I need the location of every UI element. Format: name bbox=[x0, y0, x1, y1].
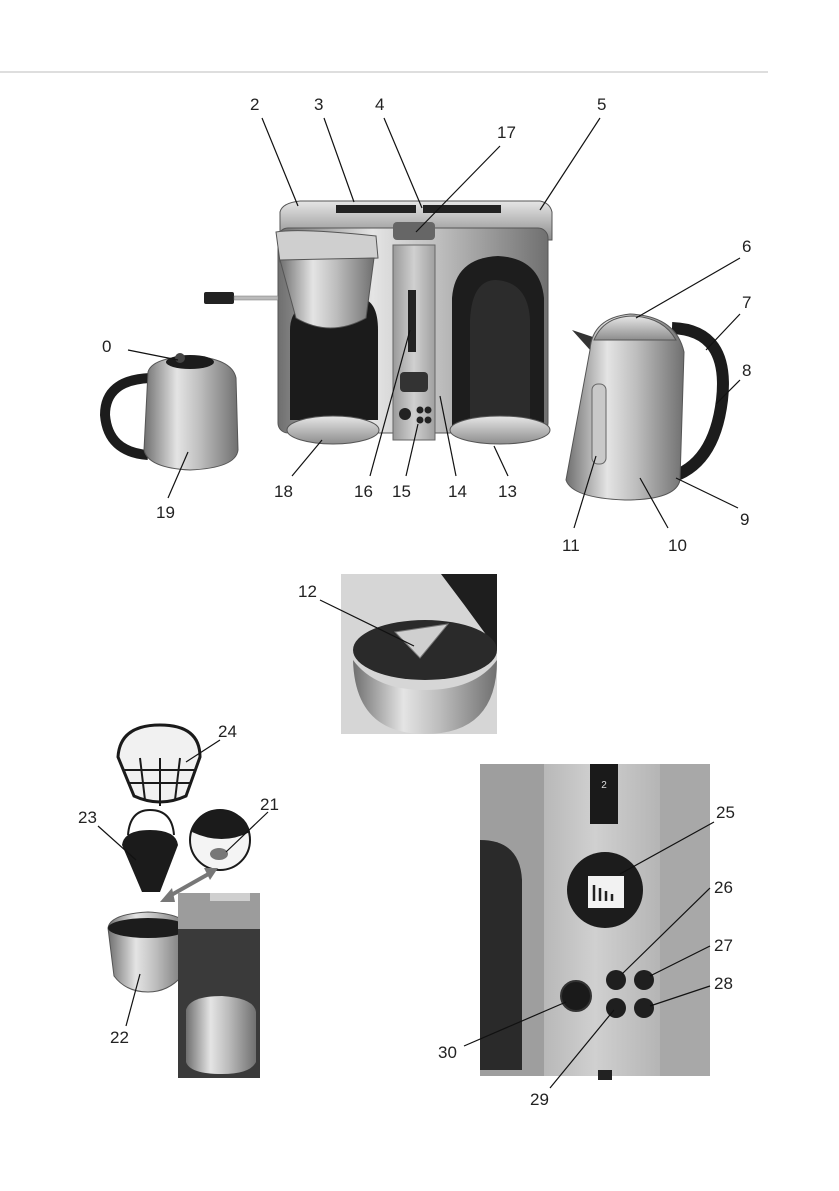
thermal-jug bbox=[105, 353, 238, 470]
callout-21: 21 bbox=[260, 795, 279, 814]
callout-0: 0 bbox=[102, 337, 111, 356]
callout-22: 22 bbox=[110, 1028, 129, 1047]
panel-foot bbox=[598, 1070, 612, 1080]
kettle-lid bbox=[594, 316, 676, 340]
toast-button-bottom bbox=[634, 998, 654, 1018]
leader-18 bbox=[292, 440, 322, 476]
callout-15: 15 bbox=[392, 482, 411, 501]
panel-level-mark: 2 bbox=[601, 780, 607, 791]
side-handle bbox=[204, 292, 234, 304]
callout-26: 26 bbox=[714, 878, 733, 897]
callout-16: 16 bbox=[354, 482, 373, 501]
callout-30: 30 bbox=[438, 1043, 457, 1062]
callout-3: 3 bbox=[314, 95, 323, 114]
power-knob bbox=[561, 981, 591, 1011]
jug-handle bbox=[105, 378, 150, 455]
jug-body bbox=[144, 356, 238, 470]
toaster-slot-left bbox=[336, 205, 416, 213]
callout-11: 11 bbox=[562, 536, 580, 555]
callout-10: 10 bbox=[668, 536, 687, 555]
control-button-a bbox=[417, 407, 424, 414]
callout-9: 9 bbox=[740, 510, 749, 529]
callout-4: 4 bbox=[375, 95, 384, 114]
callout-7: 7 bbox=[742, 293, 751, 312]
callout-2: 2 bbox=[250, 95, 259, 114]
panel-left-dark bbox=[480, 840, 522, 1070]
filter-holder-cone bbox=[122, 830, 178, 892]
side-handle-rod bbox=[234, 296, 278, 300]
callout-6: 6 bbox=[742, 237, 751, 256]
callout-29: 29 bbox=[530, 1090, 549, 1109]
leader-7 bbox=[706, 314, 740, 350]
jug-lid-button bbox=[175, 353, 185, 363]
toast-button-top bbox=[634, 970, 654, 990]
leader-4 bbox=[384, 118, 422, 208]
control-button-c bbox=[417, 417, 424, 424]
control-button-b bbox=[425, 407, 432, 414]
water-gauge bbox=[408, 290, 416, 352]
filter-cup-22-rim bbox=[108, 918, 188, 938]
drip-tray-left bbox=[287, 416, 379, 444]
callout-12: 12 bbox=[298, 582, 317, 601]
leader-5 bbox=[540, 118, 600, 210]
machine-photo-jug bbox=[186, 996, 256, 1074]
control-button-d bbox=[425, 417, 432, 424]
kettle bbox=[566, 314, 723, 500]
defrost-button bbox=[606, 998, 626, 1018]
drip-tray-right bbox=[450, 416, 550, 444]
callout-27: 27 bbox=[714, 936, 733, 955]
drip-stop-top bbox=[192, 810, 250, 839]
callout-23: 23 bbox=[78, 808, 97, 827]
callout-17: 17 bbox=[497, 123, 516, 142]
combi-appliance bbox=[204, 201, 552, 444]
callout-8: 8 bbox=[742, 361, 751, 380]
control-knob bbox=[399, 408, 411, 420]
callout-18: 18 bbox=[274, 482, 293, 501]
callout-25: 25 bbox=[716, 803, 735, 822]
callout-28: 28 bbox=[714, 974, 733, 993]
kettle-water-window bbox=[592, 384, 606, 464]
inset-photo-kettle-spout bbox=[341, 574, 497, 734]
center-top-cap bbox=[393, 222, 435, 240]
leader-2 bbox=[262, 118, 298, 206]
leader-0 bbox=[128, 350, 178, 360]
arrow-head-a bbox=[160, 888, 175, 902]
toaster-slot-right bbox=[423, 205, 501, 213]
callout-19: 19 bbox=[156, 503, 175, 522]
panel-level-strip bbox=[590, 764, 618, 824]
leader-9 bbox=[676, 478, 738, 508]
jug-lid bbox=[166, 355, 214, 369]
callout-13: 13 bbox=[498, 482, 517, 501]
machine-photo-handle bbox=[210, 893, 250, 901]
leader-3 bbox=[324, 118, 354, 202]
panel-right-edge bbox=[660, 764, 710, 1076]
leader-13 bbox=[494, 446, 508, 476]
filter-parts bbox=[108, 725, 260, 1078]
kettle-bay-inner bbox=[470, 280, 530, 420]
leader-6 bbox=[636, 258, 740, 318]
callout-5: 5 bbox=[597, 95, 606, 114]
filter-holder bbox=[276, 231, 378, 262]
callout-24: 24 bbox=[218, 722, 237, 741]
drip-stop-valve bbox=[210, 848, 228, 860]
display-window bbox=[400, 372, 428, 392]
callout-14: 14 bbox=[448, 482, 467, 501]
